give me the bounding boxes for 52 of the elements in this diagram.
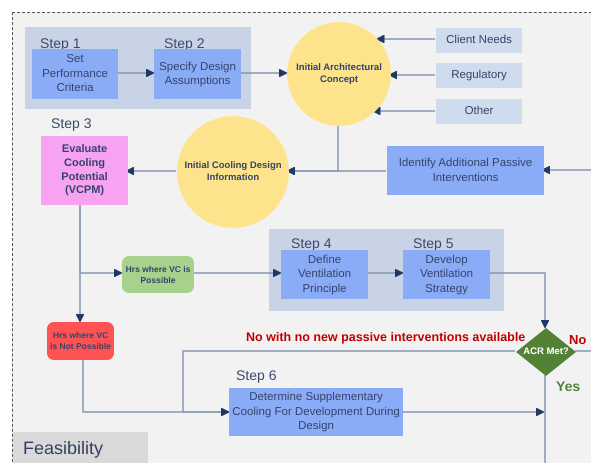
rounded-box (122, 256, 194, 293)
input-box (436, 63, 522, 88)
node-text: ACR Met? (522, 346, 570, 358)
arrow (126, 166, 176, 176)
node-text: Other (464, 104, 494, 119)
arrow (117, 68, 154, 78)
node-text: Initial Cooling Design Information (183, 160, 283, 184)
arrow (367, 268, 404, 278)
arrow (376, 34, 435, 44)
section-label: Feasibility (13, 432, 148, 463)
step-group-panel (269, 229, 504, 311)
process-box (32, 49, 118, 99)
process-box (281, 250, 368, 299)
node-text: Set Performance Criteria (41, 52, 109, 96)
arrow (82, 359, 230, 416)
step-heading: Step 5 (413, 235, 454, 251)
arrow (76, 204, 84, 322)
input-box (436, 99, 522, 124)
process-box: Evaluate Cooling Potential (VCPM) (41, 136, 128, 205)
node-text: Hrs where VC is Not Possible (49, 330, 112, 352)
arrow (193, 268, 282, 278)
arrow (240, 68, 288, 78)
node-text: Hrs where VC is Possible (124, 264, 192, 286)
step-heading: Step 3 (51, 115, 92, 131)
arrow (402, 408, 544, 416)
step-heading: Step 1 (40, 35, 80, 51)
node-text: Specify Design Assumptions (158, 60, 237, 88)
node-text: Initial Architectural Concept (295, 62, 383, 86)
node-text: Develop Ventilation Strategy (418, 252, 474, 296)
arrow (542, 166, 591, 352)
node-text: Client Needs (445, 33, 513, 48)
edge-label: No (569, 332, 586, 347)
arrow (372, 106, 435, 116)
node-text: Define Ventilation Principle (296, 252, 352, 296)
step-group-panel (25, 27, 251, 109)
edge-label: No with no new passive interventions available (246, 330, 526, 344)
input-box (436, 28, 522, 53)
rounded-box (47, 322, 114, 360)
edge-label: Yes (556, 378, 580, 394)
process-box: Determine Supplementary Cooling For Development During Design (229, 388, 403, 436)
arrow (489, 272, 550, 328)
node-text: Regulatory (450, 68, 508, 83)
dashed-frame (12, 12, 591, 463)
process-box (154, 49, 241, 99)
arrow (286, 166, 386, 176)
arrow (388, 70, 435, 80)
process-box (387, 146, 544, 195)
step-heading: Step 2 (164, 35, 204, 51)
node-text: Identify Additional Passive Interventions (398, 156, 534, 185)
process-box (403, 250, 490, 299)
step-heading: Step 4 (291, 235, 332, 251)
step-heading: Step 6 (236, 367, 276, 383)
